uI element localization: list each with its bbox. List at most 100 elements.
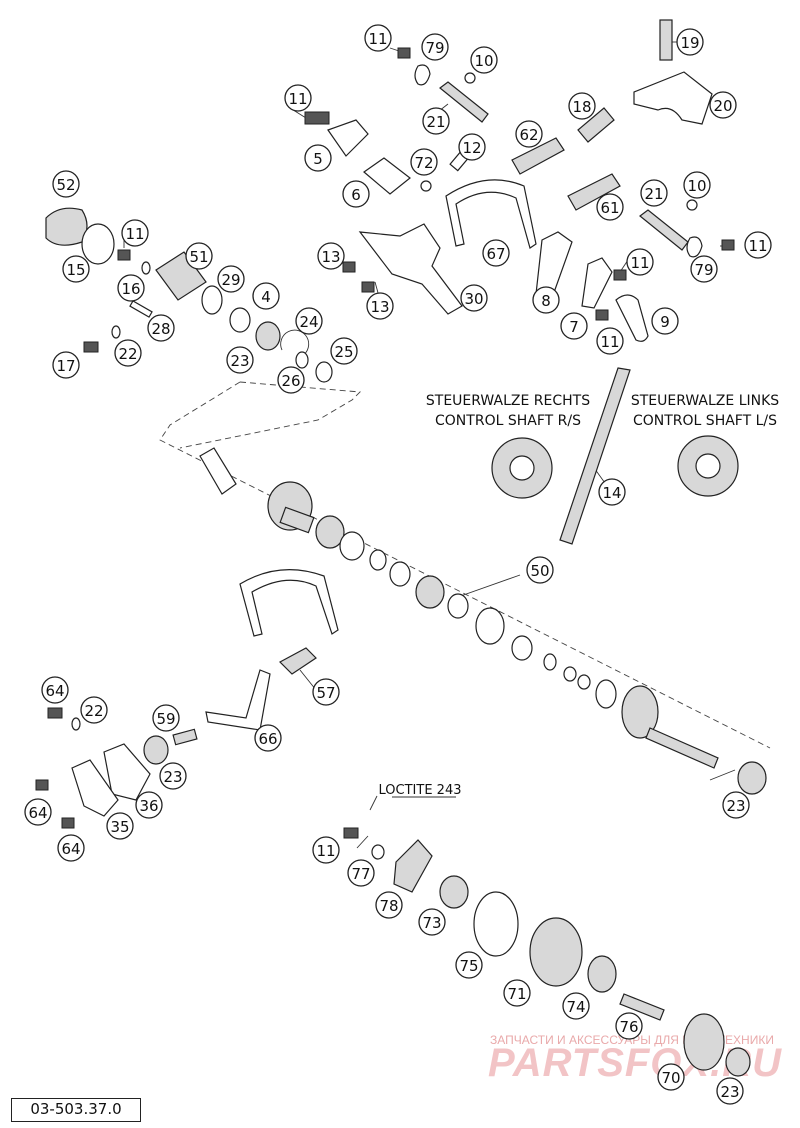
callout-circle	[304, 144, 332, 172]
callout-circle	[626, 248, 654, 276]
callout-label: 17	[56, 357, 75, 375]
lock-washer-79-right	[686, 236, 703, 258]
callout-label: 12	[462, 139, 481, 157]
callout-50: 50	[526, 556, 554, 584]
callout-5: 5	[304, 144, 332, 172]
callout-label: 11	[125, 225, 144, 243]
callout-label: 9	[660, 313, 670, 331]
bearing-23	[255, 321, 281, 351]
bolt-17	[83, 341, 99, 353]
callout-label: 11	[288, 90, 307, 108]
callout-label: 26	[281, 372, 300, 390]
washer-25	[315, 361, 333, 383]
callout-label: 11	[316, 842, 335, 860]
callout-circle	[135, 791, 163, 819]
callout-circle	[615, 1012, 643, 1040]
shaft-stub	[279, 506, 315, 534]
callout-21: 21	[422, 107, 450, 135]
washer-f	[563, 666, 577, 682]
washer-22-lower	[71, 717, 81, 731]
callout-13: 13	[366, 292, 394, 320]
callout-19: 19	[676, 28, 704, 56]
callout-label: 21	[426, 113, 445, 131]
callout-28: 28	[147, 314, 175, 342]
callout-circle	[330, 337, 358, 365]
callout-64: 64	[41, 676, 69, 704]
callout-79: 79	[421, 33, 449, 61]
callout-circle	[744, 231, 772, 259]
callout-label: 6	[351, 186, 361, 204]
callout-61: 61	[596, 193, 624, 221]
callout-label: 19	[680, 34, 699, 52]
spring-a	[475, 607, 505, 645]
callout-circle	[312, 836, 340, 864]
callout-29: 29	[217, 265, 245, 293]
o-ring-29	[201, 285, 223, 315]
callout-circle	[722, 791, 750, 819]
callout-66: 66	[254, 724, 282, 752]
callout-17: 17	[52, 351, 80, 379]
callout-8: 8	[532, 286, 560, 314]
callout-circle	[470, 46, 498, 74]
callout-circle	[117, 274, 145, 302]
callout-circle	[41, 676, 69, 704]
callout-21: 21	[640, 179, 668, 207]
callout-23: 23	[722, 791, 750, 819]
shaft-end	[645, 727, 719, 769]
callout-23: 23	[716, 1077, 744, 1105]
assembly-bracket	[159, 381, 771, 749]
callout-16: 16	[117, 274, 145, 302]
callout-circle	[342, 180, 370, 208]
cover-20	[633, 71, 713, 125]
bearing-23-bottom	[725, 1047, 751, 1077]
callout-circle	[455, 951, 483, 979]
pin-57	[279, 647, 317, 675]
callout-label: 29	[221, 271, 240, 289]
callout-23: 23	[226, 346, 254, 374]
bolt-11-pump	[343, 827, 359, 839]
callout-25: 25	[330, 337, 358, 365]
bolt-11-top	[397, 47, 411, 59]
callout-label: 24	[299, 313, 318, 331]
washer-16	[141, 261, 151, 275]
drawing-number: 03-503.37.0	[11, 1098, 141, 1122]
callout-circle	[147, 314, 175, 342]
callout-label: 18	[572, 98, 591, 116]
callout-circle	[532, 286, 560, 314]
lock-washer-79	[414, 64, 431, 86]
callout-label: 25	[334, 343, 353, 361]
callout-circle	[364, 24, 392, 52]
bracket-30	[358, 223, 463, 315]
callout-11: 11	[626, 248, 654, 276]
needle-bearing-b	[415, 575, 445, 609]
callout-label: 16	[121, 280, 140, 298]
callout-label: 5	[313, 150, 323, 168]
callout-12: 12	[458, 133, 486, 161]
guide-67	[445, 179, 537, 249]
callout-11: 11	[596, 327, 624, 355]
callout-52: 52	[52, 170, 80, 198]
callout-label: 4	[261, 288, 271, 306]
callout-18: 18	[568, 92, 596, 120]
callout-11: 11	[744, 231, 772, 259]
callout-label: 23	[163, 768, 182, 786]
callout-35: 35	[106, 812, 134, 840]
callout-circle	[347, 859, 375, 887]
callout-6: 6	[342, 180, 370, 208]
cover-35	[71, 759, 119, 817]
circlip-24	[280, 329, 310, 357]
spring-51	[155, 251, 207, 301]
callout-circle	[560, 312, 588, 340]
callout-64: 64	[57, 834, 85, 862]
callout-circle	[503, 979, 531, 1007]
callout-label: 77	[351, 865, 370, 883]
callout-label: 11	[748, 237, 767, 255]
callout-11: 11	[312, 836, 340, 864]
bolt-11-left	[117, 249, 131, 261]
bolt-64-b	[35, 779, 49, 791]
callout-label: 13	[321, 248, 340, 266]
callout-circle	[185, 242, 213, 270]
callout-11: 11	[121, 219, 149, 247]
bolt-11-mid	[613, 269, 627, 281]
callout-11: 11	[364, 24, 392, 52]
